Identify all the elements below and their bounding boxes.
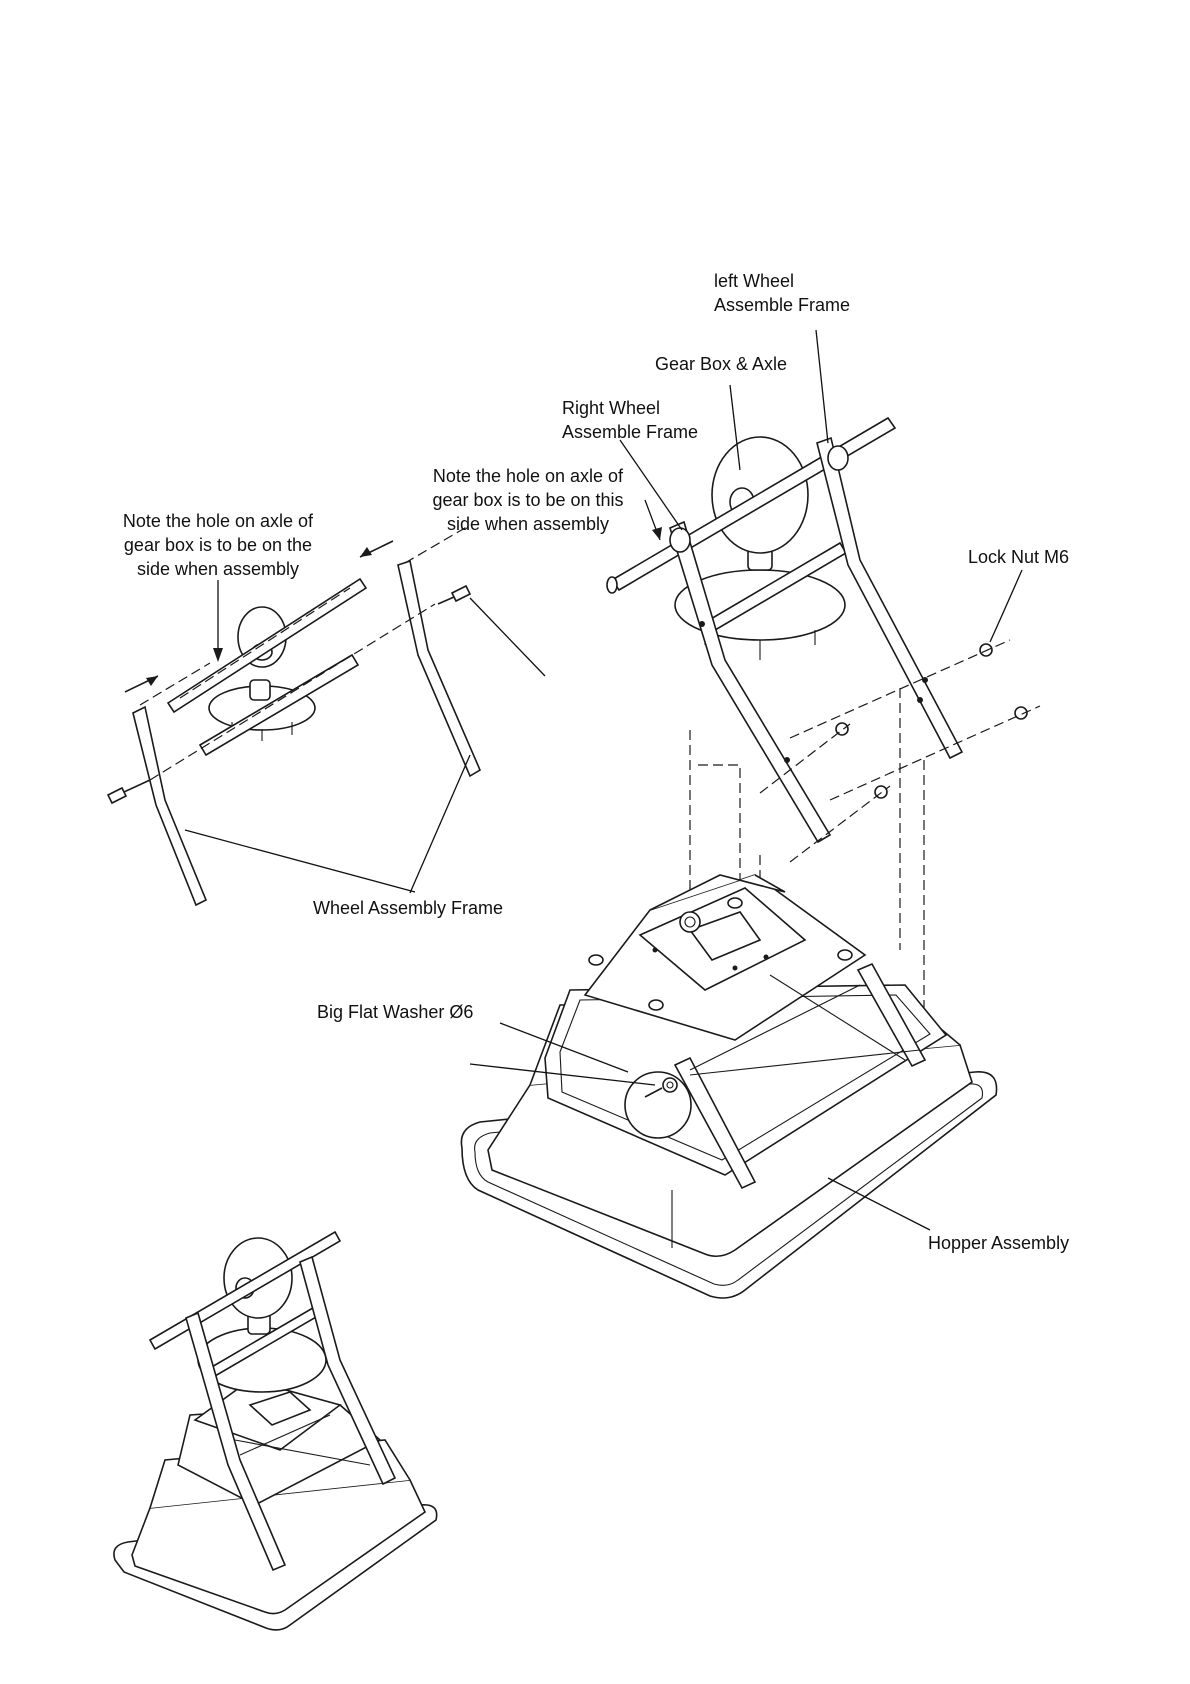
label-note-right-line3: side when assembly <box>447 514 609 534</box>
assembled-view <box>114 1232 437 1630</box>
arrow-icon <box>360 541 393 557</box>
label-right-wheel-frame-line1: Right Wheel <box>562 398 660 418</box>
label-lock-nut: Lock Nut M6 <box>968 547 1069 567</box>
label-note-left-line3: side when assembly <box>137 559 299 579</box>
label-note-right-line2: gear box is to be on this <box>432 490 623 510</box>
label-hopper-assembly: Hopper Assembly <box>928 1233 1069 1253</box>
label-wheel-assembly-frame: Wheel Assembly Frame <box>313 898 503 918</box>
label-note-left-line2: gear box is to be on the <box>124 535 312 555</box>
washer-detail-circle <box>625 1072 691 1138</box>
label-big-flat-washer: Big Flat Washer Ø6 <box>317 1002 473 1022</box>
bolt-icon <box>108 780 150 803</box>
lock-nut-icon <box>980 644 992 656</box>
label-note-right-line1: Note the hole on axle of <box>433 466 624 486</box>
label-note-left-line1: Note the hole on axle of <box>123 511 314 531</box>
arrow-icon <box>125 676 158 692</box>
left-frame-arm <box>133 707 206 905</box>
label-gear-box-axle: Gear Box & Axle <box>655 354 787 374</box>
hopper-main <box>461 875 996 1298</box>
washer-icon <box>663 1078 677 1092</box>
label-left-wheel-frame-line1: left Wheel <box>714 271 794 291</box>
label-left-wheel-frame-line2: Assemble Frame <box>714 295 850 315</box>
left-exploded-assembly <box>108 525 545 905</box>
label-right-wheel-frame-line2: Assemble Frame <box>562 422 698 442</box>
bolt-icon <box>438 586 470 604</box>
